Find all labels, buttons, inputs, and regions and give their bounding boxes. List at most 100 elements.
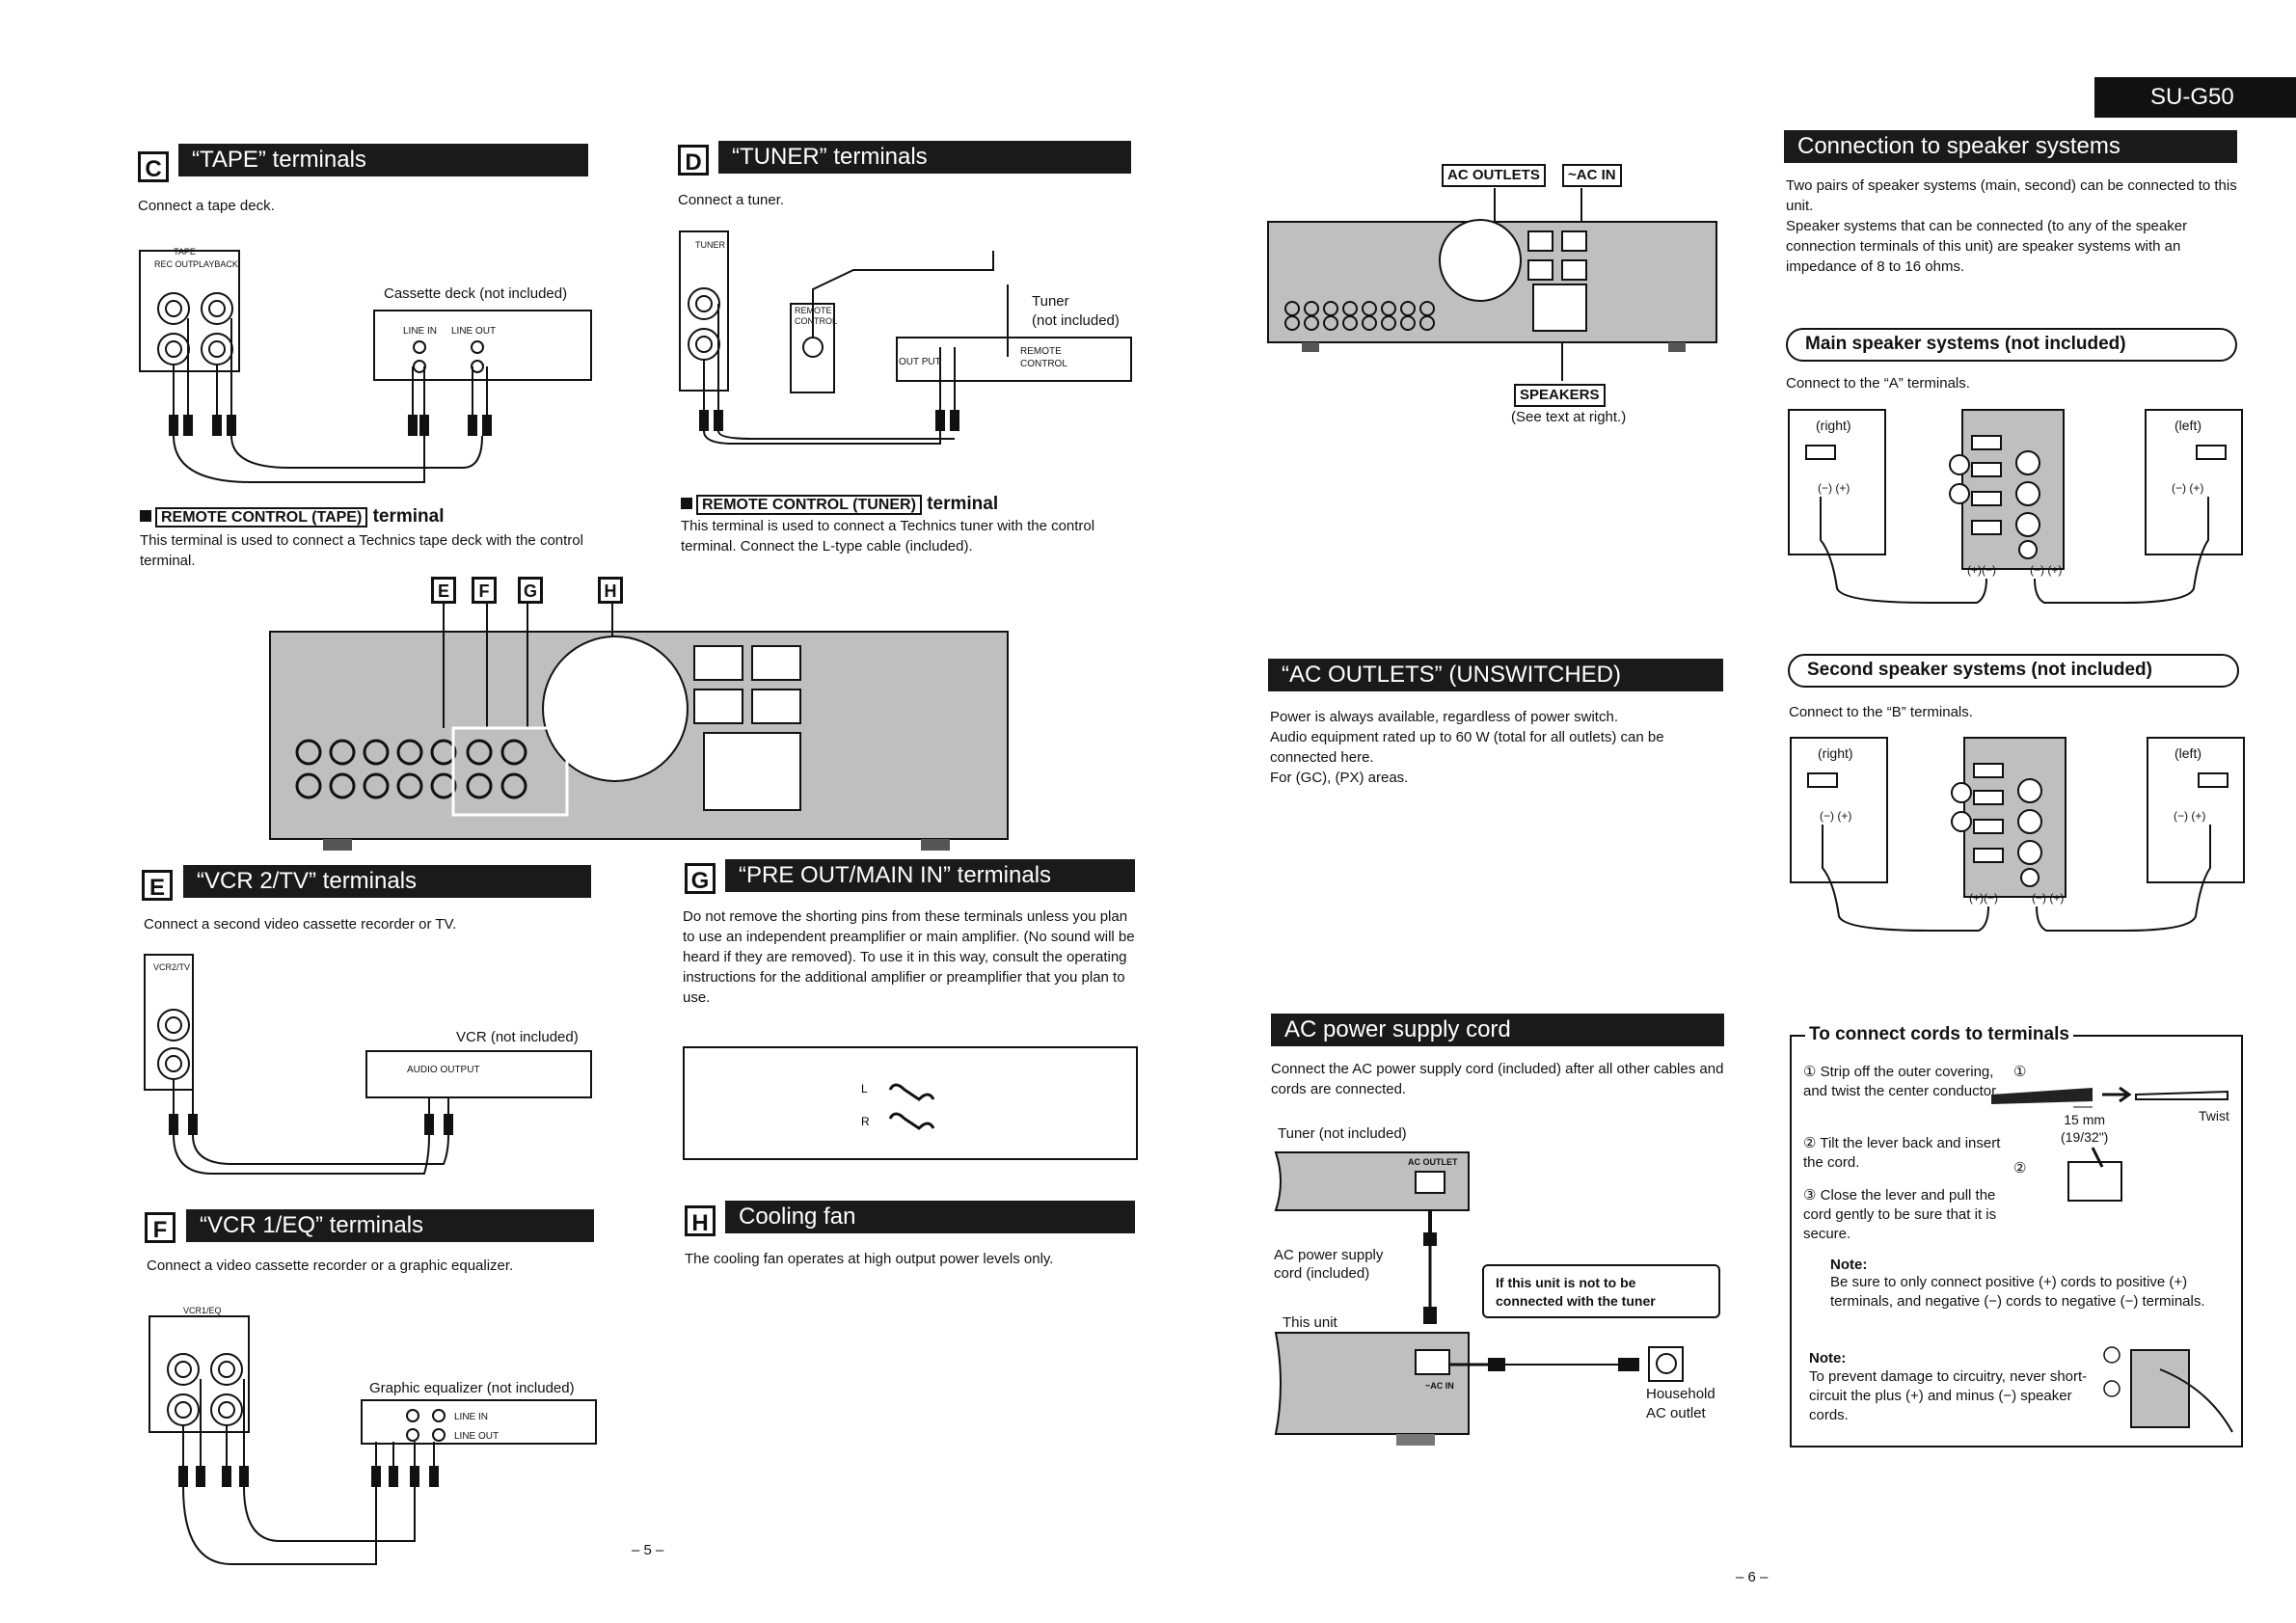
vcr1-desc: Connect a video cassette recorder or a g… — [147, 1258, 514, 1274]
vcr1-device: Graphic equalizer (not included) — [369, 1380, 575, 1396]
remote-tape-heading: REMOTE CONTROL (TAPE) terminal — [140, 506, 445, 527]
section-letter-d: D — [678, 145, 709, 176]
second-center-polarity-a: (+)(−) — [1969, 891, 1998, 905]
speakers-header: Connection to speaker systems — [1784, 130, 2237, 163]
ac-cord-tuner-label: Tuner (not included) — [1278, 1125, 1407, 1142]
speakers-desc: Two pairs of speaker systems (main, seco… — [1786, 177, 2237, 275]
vcr2-diagram — [144, 954, 592, 1175]
tuner-panel-label: TUNER — [695, 240, 725, 250]
main-speakers-title: Main speaker systems (not included) — [1786, 328, 2237, 362]
section-letter-g: G — [685, 863, 716, 894]
ac-outlets-desc: Power is always available, regardless of… — [1270, 709, 1664, 786]
cords-n1: ① — [2013, 1064, 2027, 1080]
panel-letter-g: G — [518, 577, 543, 604]
tuner-diagram — [679, 230, 1132, 445]
vcr1-line-in: LINE IN — [454, 1412, 489, 1422]
main-speakers-desc: Connect to the “A” terminals. — [1786, 375, 1970, 392]
remote-tuner-heading: REMOTE CONTROL (TUNER) terminal — [681, 494, 998, 515]
tuner-header: “TUNER” terminals — [718, 141, 1131, 174]
ac-cord-diagram — [1274, 1151, 1684, 1446]
cords-note-label: Note: — [1830, 1257, 1868, 1273]
vcr2-device: VCR (not included) — [456, 1029, 579, 1045]
vcr2-desc: Connect a second video cassette recorder… — [144, 916, 457, 933]
panel-letter-e: E — [431, 577, 456, 604]
cords-step3: ③ Close the lever and pull the cord gent… — [1803, 1187, 1997, 1242]
this-unit-label: This unit — [1283, 1314, 1337, 1331]
tape-playback: PLAYBACK — [193, 259, 238, 269]
main-left-label: (left) — [2174, 418, 2201, 433]
cords-twist: Twist — [2199, 1108, 2229, 1123]
cords-note1: Be sure to only connect positive (+) cor… — [1830, 1274, 2205, 1310]
remote-tuner-label: REMOTE CONTROL (TUNER) — [696, 495, 922, 515]
shorting-pins-drawing: L R — [683, 1046, 1138, 1160]
cords-note2: To prevent damage to circuitry, never sh… — [1809, 1368, 2088, 1423]
vcr2-header: “VCR 2/TV” terminals — [183, 865, 591, 898]
ac-in-tag: ~AC IN — [1562, 164, 1622, 187]
ac-outlets-tag: AC OUTLETS — [1442, 164, 1546, 187]
second-left-polarity: (−) (+) — [2174, 809, 2206, 823]
ac-cord-header: AC power supply cord — [1271, 1014, 1724, 1046]
remote-tuner-suffix: terminal — [927, 494, 999, 514]
remote-tape-desc: This terminal is used to connect a Techn… — [140, 532, 583, 569]
tape-line-out: LINE OUT — [451, 326, 497, 337]
section-letter-f: F — [145, 1212, 176, 1243]
second-left-label: (left) — [2174, 745, 2201, 761]
panel-letter-h: H — [598, 577, 623, 604]
household-outlet-label: Household AC outlet — [1646, 1386, 1715, 1421]
fan-desc: The cooling fan operates at high output … — [685, 1251, 1054, 1267]
preout-desc: Do not remove the shorting pins from the… — [683, 908, 1135, 1006]
svg-text:L: L — [861, 1082, 868, 1096]
tuner-device-label: Tuner (not included) — [1032, 293, 1120, 329]
ac-in-tag-small: ~AC IN — [1425, 1381, 1454, 1391]
preout-header: “PRE OUT/MAIN IN” terminals — [725, 859, 1135, 892]
tape-diagram — [139, 250, 592, 483]
second-speaker-diagram — [1790, 737, 2245, 932]
second-center-polarity-b: (−) (+) — [2032, 891, 2065, 905]
model-badge: SU-G50 — [2094, 77, 2296, 118]
second-right-polarity: (−) (+) — [1820, 809, 1852, 823]
tuner-remote-control-box-label: REMOTE CONTROL — [795, 306, 838, 326]
panel-letter-f: F — [472, 577, 497, 604]
svg-text:R: R — [861, 1115, 870, 1128]
main-center-polarity-b: (−) (+) — [2030, 563, 2063, 577]
short-circuit-drawing — [2103, 1346, 2233, 1433]
cords-title: To connect cords to terminals — [1805, 1024, 2073, 1045]
cords-mm: 15 mm (19/32") — [2061, 1112, 2109, 1145]
second-speakers-desc: Connect to the “B” terminals. — [1789, 704, 1973, 720]
vcr1-diagram — [149, 1315, 597, 1565]
remote-tape-label: REMOTE CONTROL (TAPE) — [155, 507, 368, 527]
vcr2-panel-label: VCR2/TV — [153, 962, 191, 972]
main-center-polarity-a: (+)(−) — [1967, 563, 1996, 577]
rear-panel-drawing — [269, 603, 1009, 851]
tape-header: “TAPE” terminals — [178, 144, 588, 176]
ac-cord-label: AC power supply cord (included) — [1274, 1247, 1384, 1282]
ac-outlet-tag-small: AC OUTLET — [1408, 1157, 1458, 1167]
remote-tape-suffix: terminal — [372, 506, 445, 527]
cords-n2: ② — [2013, 1160, 2027, 1177]
tuner-desc: Connect a tuner. — [678, 192, 785, 208]
fan-header: Cooling fan — [725, 1201, 1135, 1233]
tape-panel-label: TAPE — [174, 247, 196, 257]
cords-step2: ② Tilt the lever back and insert the cor… — [1803, 1135, 2001, 1171]
vcr1-line-out: LINE OUT — [454, 1431, 500, 1442]
ac-outlets-header: “AC OUTLETS” (UNSWITCHED) — [1268, 659, 1723, 691]
tape-desc: Connect a tape deck. — [138, 198, 275, 214]
rear-panel-small — [1267, 188, 1717, 381]
vcr1-header: “VCR 1/EQ” terminals — [186, 1209, 594, 1242]
section-letter-h: H — [685, 1205, 716, 1236]
section-letter-c: C — [138, 151, 169, 182]
main-speaker-diagram — [1788, 409, 2243, 604]
main-left-polarity: (−) (+) — [2172, 481, 2204, 495]
main-right-polarity: (−) (+) — [1818, 481, 1850, 495]
second-speakers-title: Second speaker systems (not included) — [1788, 654, 2239, 688]
cords-note2-label: Note: — [1809, 1350, 1847, 1366]
tape-line-in: LINE IN — [403, 326, 438, 337]
see-text-right: (See text at right.) — [1511, 409, 1627, 425]
tape-rec-out: REC OUT — [154, 259, 194, 269]
main-right-label: (right) — [1816, 418, 1851, 433]
vcr1-panel-label: VCR1/EQ — [183, 1306, 222, 1315]
section-letter-e: E — [142, 870, 173, 901]
ac-cord-desc: Connect the AC power supply cord (includ… — [1271, 1061, 1724, 1097]
remote-tuner-desc: This terminal is used to connect a Techn… — [681, 518, 1095, 555]
second-right-label: (right) — [1818, 745, 1853, 761]
